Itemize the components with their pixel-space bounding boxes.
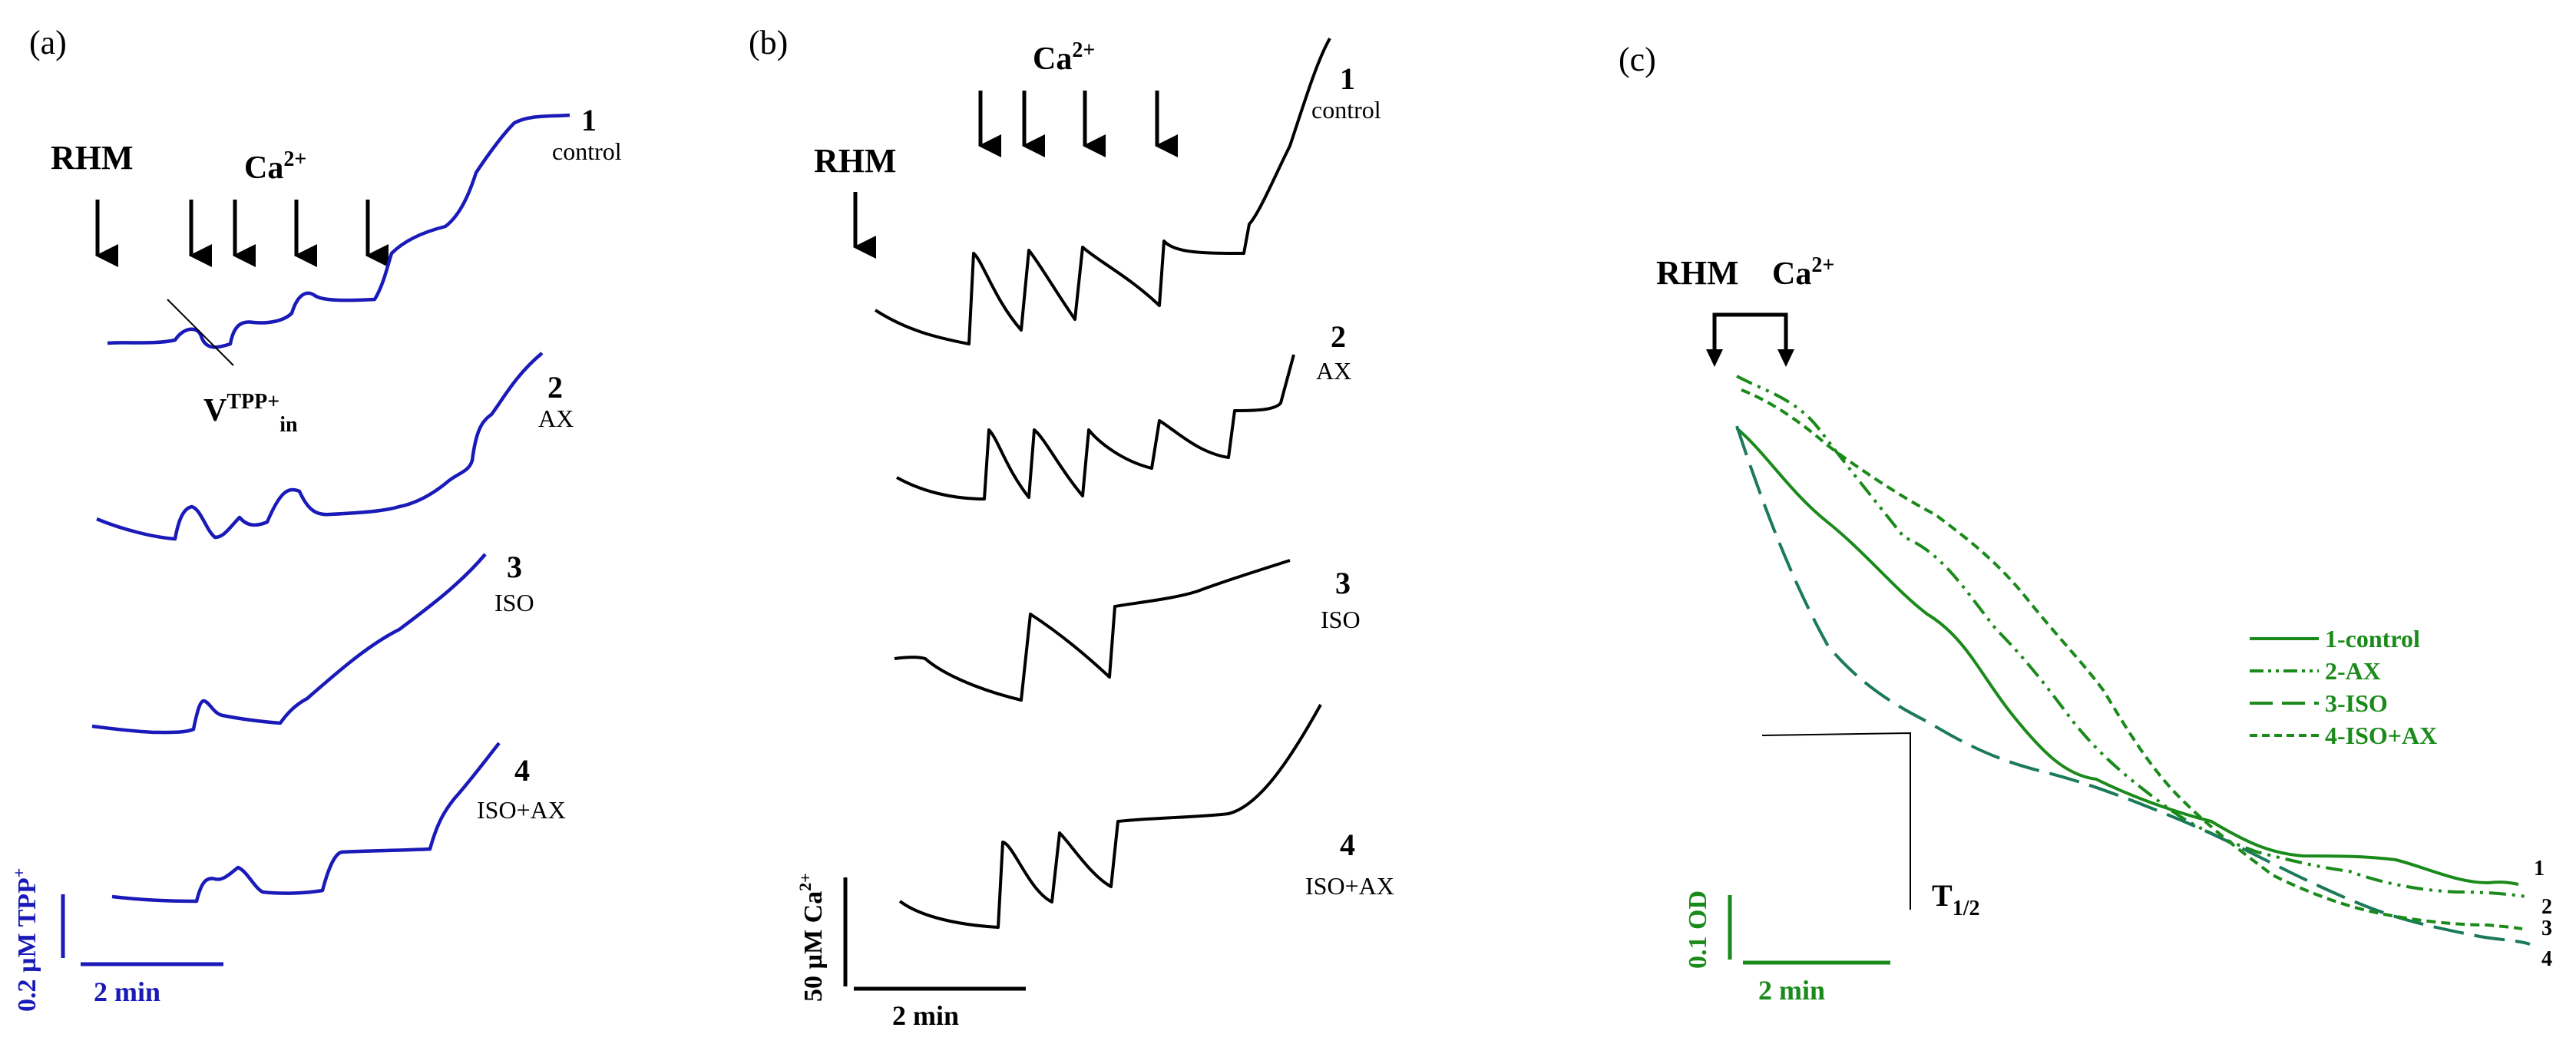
series-c-1-num: 1: [2534, 857, 2545, 880]
vtpp-label: VTPP+in: [203, 390, 298, 437]
trace-c-4: [1741, 388, 2523, 930]
panel-c-bracket: [1706, 312, 1794, 367]
scale-a-y-label: 0.2 µM TPP+: [9, 868, 41, 1012]
panel-b-scale-bar: 50 µM Ca2+ 2 min: [795, 873, 1026, 1031]
series-b-1-num: 1: [1340, 61, 1355, 96]
panel-b-arrows: [853, 91, 1178, 259]
legend-label-4: 4-ISO+AX: [2325, 722, 2437, 749]
series-b-2-name: AX: [1316, 357, 1351, 385]
series-a-1-name: control: [552, 137, 622, 165]
panel-a-arrows: [95, 200, 389, 267]
vtpp-tangent: [167, 299, 234, 366]
series-c-3-num: 3: [2541, 917, 2552, 940]
series-b-4-num: 4: [1340, 828, 1355, 862]
series-b-4-name: ISO+AX: [1305, 872, 1394, 900]
panel-a-label: (a): [29, 24, 67, 61]
legend-label-3: 3-ISO: [2325, 689, 2388, 717]
panel-b-label: (b): [749, 24, 788, 61]
series-b-2-num: 2: [1331, 319, 1346, 354]
panel-b-ca-label: Ca2+: [1033, 38, 1095, 77]
series-b-3-num: 3: [1335, 566, 1351, 600]
series-a-4-name: ISO+AX: [477, 796, 566, 824]
trace-b-4: [898, 704, 1322, 929]
legend-label-2: 2-AX: [2325, 657, 2381, 685]
panel-c: (c) RHM Ca2+ T1/2 1-control 2-AX 3-ISO 4: [1619, 41, 2552, 1006]
t-half-label: T1/2: [1932, 878, 1979, 920]
bracket-line: [1712, 312, 1788, 361]
panel-b-traces: [874, 38, 1331, 929]
trace-c-2: [1736, 375, 2527, 898]
panel-c-scale-bar: 0.1 OD 2 min: [1684, 890, 1890, 1006]
trace-c-1: [1735, 427, 2519, 886]
scale-a-x-label: 2 min: [94, 976, 160, 1007]
series-c-2-num: 2: [2541, 895, 2552, 919]
series-b-1-name: control: [1311, 96, 1381, 124]
legend-label-1: 1-control: [2325, 625, 2420, 652]
series-a-4-num: 4: [514, 753, 530, 788]
series-a-2-num: 2: [547, 370, 563, 405]
panel-b-series-labels: 1 control 2 AX 3 ISO 4 ISO+AX: [1305, 61, 1394, 900]
panel-c-legend: 1-control 2-AX 3-ISO 4-ISO+AX: [2250, 625, 2437, 749]
trace-a-4: [111, 742, 501, 904]
panel-c-ca-label: Ca2+: [1772, 253, 1834, 292]
series-b-3-name: ISO: [1321, 606, 1361, 633]
panel-b-rhm-label: RHM: [814, 142, 897, 180]
panel-a-traces: [91, 113, 570, 904]
bracket-arrow-right: [1777, 349, 1794, 367]
panel-b: (b) RHM Ca2+ 1 control 2 AX 3 ISO 4 ISO+…: [749, 24, 1394, 1031]
scale-c-y-label: 0.1 OD: [1684, 890, 1712, 969]
panel-c-rhm-label: RHM: [1656, 254, 1739, 292]
panel-a-series-labels: 1 control 2 AX 3 ISO 4 ISO+AX: [477, 103, 622, 824]
panel-a-ca-label: Ca2+: [244, 147, 306, 186]
trace-a-3: [91, 553, 487, 735]
series-a-3-num: 3: [507, 550, 522, 584]
trace-b-1: [874, 38, 1331, 345]
panel-a: (a) RHM Ca2+ VTPP+in 1 control 2 AX 3 IS…: [9, 24, 622, 1012]
panel-a-scale-bar: 0.2 µM TPP+ 2 min: [9, 868, 223, 1012]
series-c-4-num: 4: [2541, 947, 2552, 971]
t-half-bracket: [1761, 732, 1911, 910]
panel-c-label: (c): [1619, 41, 1656, 78]
trace-b-3: [894, 559, 1291, 702]
scale-b-y-label: 50 µM Ca2+: [795, 873, 828, 1002]
trace-a-2: [96, 352, 544, 541]
scale-c-x-label: 2 min: [1758, 975, 1825, 1006]
series-a-1-num: 1: [581, 103, 597, 137]
series-a-2-name: AX: [538, 405, 574, 432]
t-half-lines: [1761, 732, 1911, 910]
series-a-3-name: ISO: [494, 589, 534, 616]
trace-b-2: [896, 354, 1295, 501]
panel-c-series-labels: 1 2 3 4: [2534, 857, 2552, 971]
scale-b-x-label: 2 min: [892, 1000, 959, 1031]
bracket-arrow-left: [1706, 349, 1723, 367]
trace-a-1: [107, 113, 570, 349]
trace-c-3: [1735, 425, 2531, 946]
panel-a-rhm-label: RHM: [51, 139, 134, 177]
panel-c-traces: [1735, 375, 2531, 946]
